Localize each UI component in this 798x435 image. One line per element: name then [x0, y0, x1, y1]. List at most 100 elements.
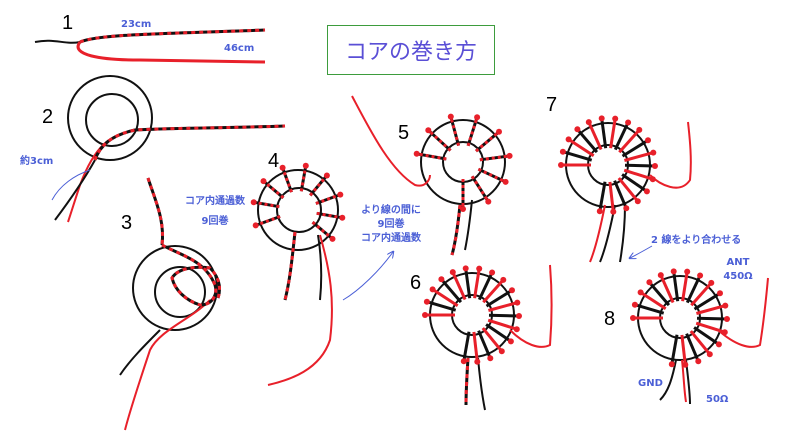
winding-turn — [479, 154, 510, 162]
winding-dot — [474, 114, 481, 121]
winding-dot — [514, 299, 521, 306]
winding-dot — [623, 205, 630, 212]
winding-dot — [637, 289, 644, 296]
step6-twist-red — [464, 357, 470, 406]
winding-dot — [460, 358, 467, 365]
winding-dot — [634, 198, 641, 205]
winding-turn — [685, 274, 702, 304]
winding-dot — [447, 113, 454, 120]
winding-dot — [252, 222, 259, 229]
winding-turn — [316, 211, 343, 220]
winding-dot — [630, 315, 636, 321]
winding-dot — [558, 162, 564, 168]
winding-turn — [426, 300, 457, 312]
winding-turn — [473, 268, 481, 299]
winding-turn — [262, 179, 285, 199]
winding-dot — [496, 128, 502, 135]
winding-dot — [260, 178, 267, 185]
winding-dot — [649, 176, 656, 183]
winding-turn — [690, 281, 713, 307]
step4-core — [257, 169, 339, 386]
step5-black-lead — [464, 199, 473, 251]
winding-turn — [477, 330, 492, 359]
step1-black-wire — [34, 39, 81, 44]
step3-twist-top-red — [146, 177, 165, 246]
winding-turn — [587, 121, 603, 151]
step4-twist-lead-red — [283, 231, 297, 301]
winding-dot — [425, 127, 432, 134]
core-pass-line1: コア内通過数 — [185, 196, 245, 207]
winding-dot — [574, 126, 581, 133]
winding-dot — [513, 326, 520, 333]
core-windings — [250, 113, 730, 368]
step6-twist — [464, 357, 470, 406]
twist-note-line2: 9回巻 — [377, 219, 405, 230]
arrow-step7-twist — [630, 245, 653, 258]
winding-turn — [670, 334, 679, 365]
step3-black-lead — [119, 329, 161, 376]
winding-dot — [682, 361, 689, 368]
winding-turn — [481, 327, 503, 353]
winding-dot — [721, 329, 728, 336]
winding-turn — [613, 121, 630, 151]
core-pass-note: コア内通過数 9回巻 — [180, 195, 250, 229]
winding-turn — [464, 268, 472, 299]
step4-black-lead — [317, 234, 323, 301]
winding-turn — [281, 167, 293, 193]
step5-red-lead — [351, 95, 431, 187]
twist-note-line1: より線の間に — [361, 205, 421, 216]
winding-dot — [645, 137, 651, 144]
step2-core — [51, 75, 286, 223]
winding-turn — [693, 292, 721, 311]
winding-dot — [670, 268, 677, 275]
winding-dot — [724, 316, 730, 322]
winding-turn — [475, 130, 500, 153]
winding-turn — [427, 129, 452, 152]
page-title: コアの巻き方 — [344, 40, 477, 65]
winding-turn — [472, 331, 479, 362]
winding-dot — [565, 136, 572, 143]
winding-dot — [625, 119, 632, 126]
winding-dot — [708, 279, 715, 286]
winding-dot — [302, 162, 309, 169]
winding-dot — [279, 164, 286, 171]
step3-wrap — [161, 243, 222, 307]
winding-dot — [250, 199, 257, 206]
winding-turn — [617, 177, 639, 203]
step7-red-lead — [649, 121, 692, 189]
twist-note-line3: コア内通過数 — [361, 233, 421, 244]
winding-turn — [608, 181, 615, 212]
title-box: コアの巻き方 — [327, 25, 495, 75]
core-pass-line2: 9回巻 — [201, 216, 229, 227]
winding-dot — [413, 150, 420, 157]
winding-turn — [659, 274, 675, 304]
winding-turn — [634, 303, 665, 315]
step2-twisted-red — [93, 124, 286, 161]
winding-turn — [621, 173, 648, 193]
winding-dot — [509, 287, 515, 294]
winding-turn — [311, 221, 334, 241]
winding-dot — [337, 191, 344, 198]
step3-wrap-red — [161, 243, 222, 307]
winding-dot — [489, 269, 496, 276]
winding-turn — [695, 321, 726, 334]
winding-dot — [706, 351, 713, 358]
step2-pointer — [51, 169, 91, 201]
step-number-8: 8 — [604, 308, 616, 330]
winding-turn — [624, 163, 656, 168]
winding-dot — [684, 268, 691, 275]
winding-turn — [624, 151, 654, 162]
winding-dot — [585, 119, 592, 126]
winding-turn — [488, 301, 518, 312]
arrow-step4-to-step5 — [342, 252, 393, 301]
step-number-7: 7 — [546, 94, 558, 116]
step-number-6: 6 — [410, 272, 422, 294]
winding-dot — [631, 301, 638, 308]
blue-arrows — [342, 245, 653, 301]
winding-turn — [488, 313, 520, 318]
winding-turn — [477, 167, 507, 184]
winding-dot — [668, 361, 675, 368]
winding-turn — [299, 165, 308, 192]
ant-label-line1: ANT — [726, 257, 750, 268]
